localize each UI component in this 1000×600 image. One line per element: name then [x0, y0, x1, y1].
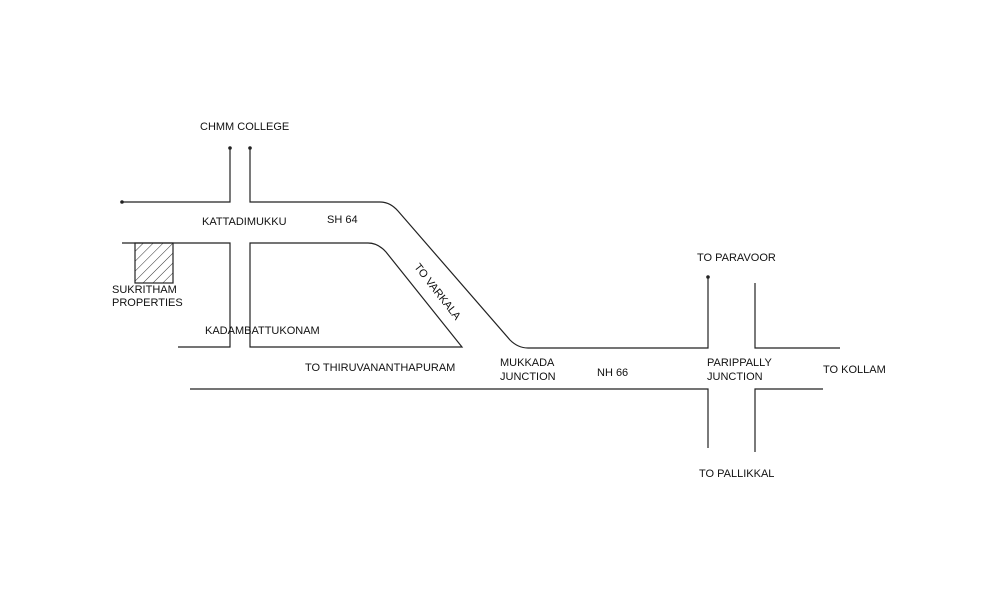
road-end-dot — [120, 200, 124, 204]
label-nh66: NH 66 — [597, 367, 629, 379]
nh66-bottom-right — [754, 388, 823, 452]
label-sh64: SH 64 — [327, 214, 358, 226]
label-sukritham-2: PROPERTIES — [112, 297, 183, 309]
label-kadambattukonam: KADAMBATTUKONAM — [205, 325, 320, 337]
label-parippally-2: JUNCTION — [707, 371, 763, 383]
label-to-paravoor: TO PARAVOOR — [697, 252, 776, 264]
label-to-thiruvananthapuram: TO THIRUVANANTHAPURAM — [305, 362, 456, 374]
road-end-dot — [228, 146, 232, 150]
sh64-top-edge — [249, 148, 709, 349]
label-chmm-college: CHMM COLLEGE — [200, 121, 290, 133]
label-to-pallikkal: TO PALLIKKAL — [699, 468, 775, 480]
chmm-road-left-edge — [122, 148, 231, 203]
sh64-bottom-edge-right — [249, 242, 464, 348]
label-sukritham-1: SUKRITHAM — [112, 284, 177, 296]
label-parippally-1: PARIPPALLY — [707, 357, 772, 369]
nh66-top-right — [754, 283, 840, 349]
road-end-dot — [706, 275, 710, 279]
sukritham-properties-plot — [134, 242, 174, 284]
label-to-kollam: TO KOLLAM — [823, 364, 886, 376]
label-mukkada-1: MUKKADA — [500, 357, 555, 369]
label-kattadimukku: KATTADIMUKKU — [202, 216, 287, 228]
nh66-bottom-edge — [190, 388, 709, 448]
label-mukkada-2: JUNCTION — [500, 371, 556, 383]
sh64-bottom-edge-left — [122, 242, 231, 348]
road-end-dot — [248, 146, 252, 150]
